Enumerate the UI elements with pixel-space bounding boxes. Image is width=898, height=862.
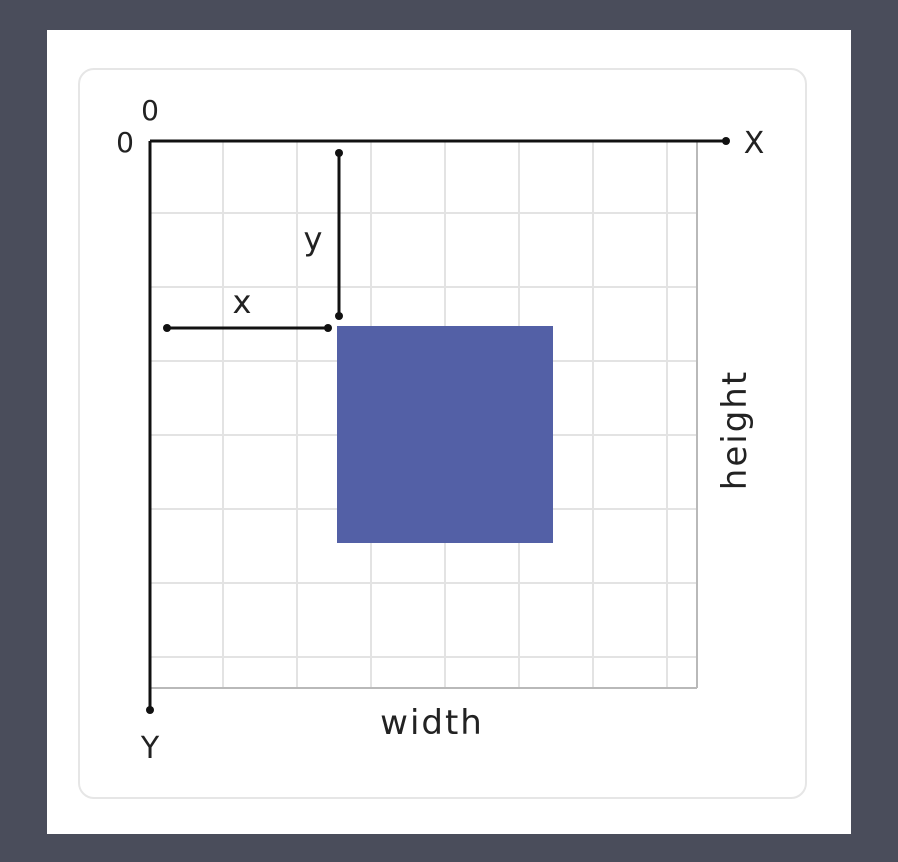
axes: [148, 139, 726, 710]
y-axis-end-dot: [146, 706, 154, 714]
origin-left-label: 0: [116, 126, 134, 159]
origin-top-label: 0: [141, 94, 159, 127]
x-axis-end-dot: [722, 137, 730, 145]
width-label: width: [380, 703, 484, 743]
x-offset-dimension: [163, 324, 332, 332]
grid: [150, 140, 697, 688]
rectangle-shape: [337, 326, 553, 543]
x-axis-label: X: [744, 126, 765, 161]
height-label: height: [715, 370, 755, 490]
y-offset-label: y: [304, 220, 323, 258]
y-axis-label: Y: [140, 731, 160, 766]
x-offset-label: x: [233, 283, 252, 321]
y-offset-dimension: [335, 149, 343, 320]
grid-border: [150, 140, 698, 689]
